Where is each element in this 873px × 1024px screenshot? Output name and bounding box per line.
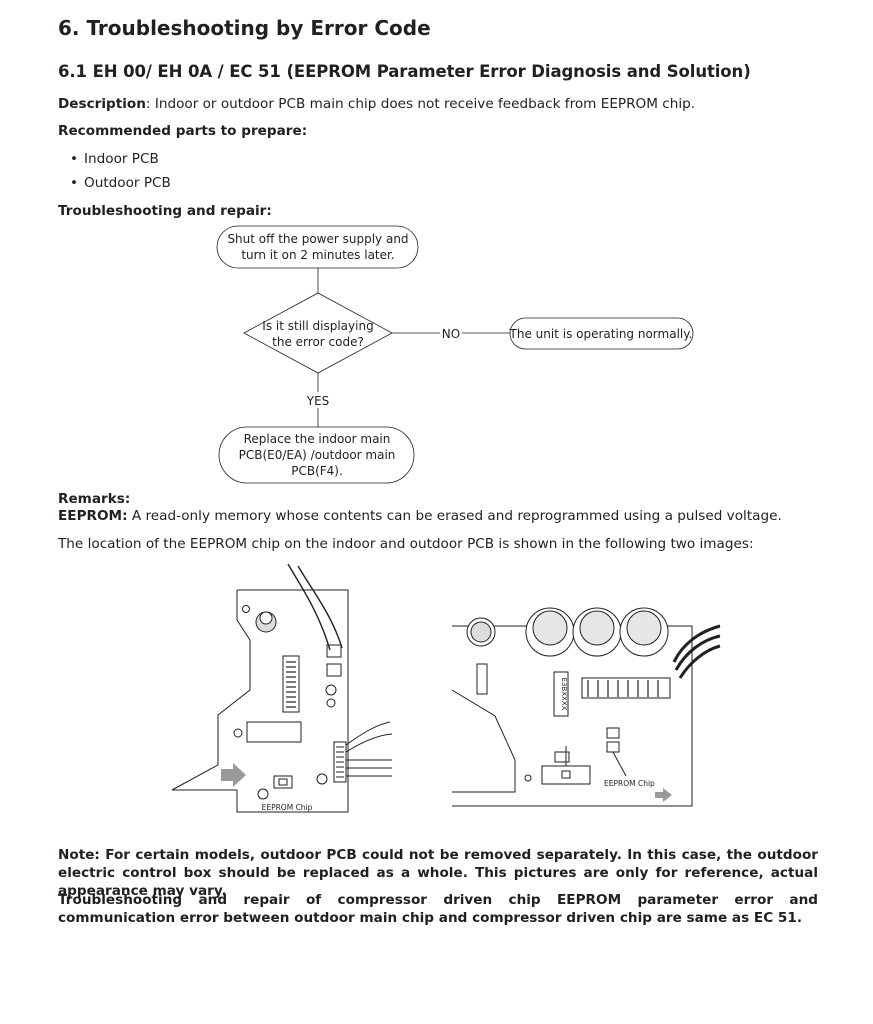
- flowchart-start-node: [216, 225, 419, 269]
- flowchart-yes-result-node: [218, 426, 415, 484]
- repair-heading: Troubleshooting and repair:: [58, 203, 272, 219]
- note-paragraph: Note: For certain models, outdoor PCB co…: [58, 847, 818, 899]
- parts-item-outdoor-pcb: Outdoor PCB: [70, 175, 171, 191]
- flowchart-start-text: Shut off the power supply and: [227, 232, 408, 246]
- flowchart-decision-node: [243, 292, 393, 374]
- description-text: : Indoor or outdoor PCB main chip does n…: [145, 96, 696, 112]
- parts-heading: Recommended parts to prepare:: [58, 123, 308, 139]
- parts-item-indoor-pcb: Indoor PCB: [70, 151, 159, 167]
- final-note-paragraph: Troubleshooting and repair of compressor…: [58, 892, 818, 926]
- description-label: Description: [58, 96, 146, 112]
- flowchart-decision-text: the error code?: [272, 335, 364, 349]
- section-subtitle: 6.1 EH 00/ EH 0A / EC 51 (EEPROM Paramet…: [58, 62, 751, 81]
- flowchart-yes-label: YES: [306, 394, 330, 408]
- flowchart-yes-result-text: PCB(E0/EA) /outdoor main: [239, 448, 396, 462]
- remarks-heading: Remarks:: [58, 491, 131, 507]
- description-paragraph: Description: Indoor or outdoor PCB main …: [58, 96, 695, 112]
- flowchart-no-result-text: The unit is operating normally.: [509, 327, 693, 341]
- flowchart-yes-result-text: Replace the indoor main: [244, 432, 391, 446]
- eeprom-label: EEPROM:: [58, 508, 128, 524]
- section-title: 6. Troubleshooting by Error Code: [58, 16, 431, 40]
- flowchart-no-label: NO: [442, 327, 460, 341]
- flowchart-decision-text: Is it still displaying: [262, 319, 373, 333]
- eeprom-location-text: The location of the EEPROM chip on the i…: [58, 536, 754, 552]
- flowchart-no-result-node: [509, 317, 694, 350]
- flowchart-start-text: turn it on 2 minutes later.: [241, 248, 394, 262]
- eeprom-text: A read-only memory whose contents can be…: [127, 508, 782, 524]
- flowchart-yes-result-text: PCB(F4).: [291, 464, 343, 478]
- eeprom-definition: EEPROM: A read-only memory whose content…: [58, 508, 782, 524]
